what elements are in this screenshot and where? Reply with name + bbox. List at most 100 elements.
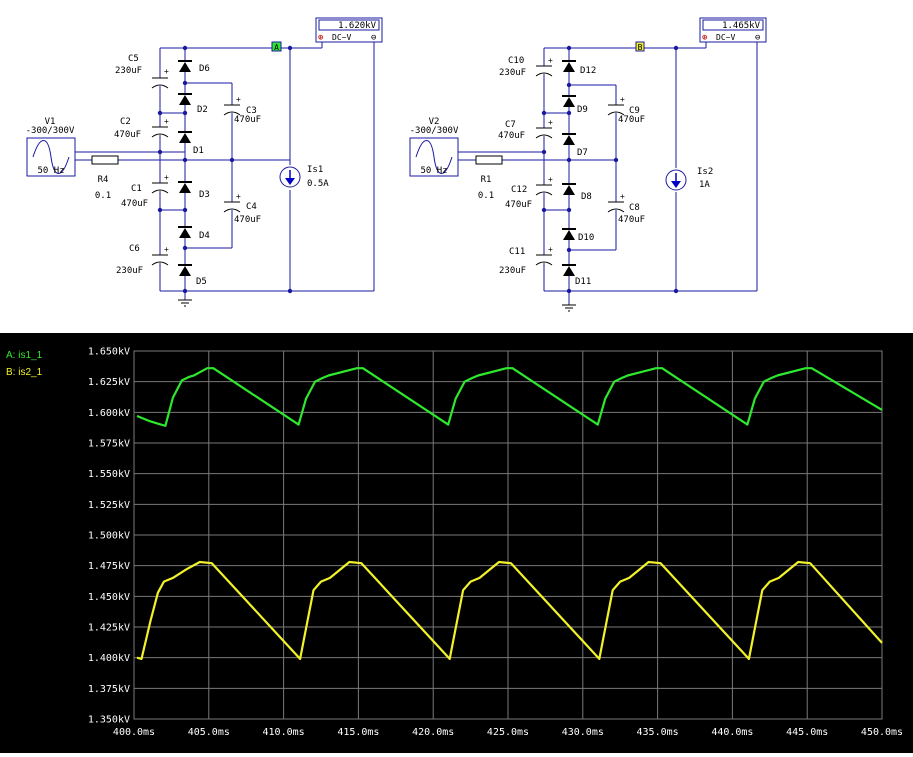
- probe-a-marker[interactable]: [271, 41, 282, 52]
- capacitor-c2[interactable]: [151, 126, 169, 138]
- capacitor-c7[interactable]: [535, 127, 553, 139]
- resistor-r1[interactable]: R1 0.1: [475, 155, 503, 201]
- capacitor-c1[interactable]: [151, 182, 169, 194]
- c6-value: 230uF: [116, 266, 143, 276]
- probe-a-label: A: [274, 43, 279, 52]
- meter-2-mode: DC~V: [716, 33, 735, 42]
- d7-label: D7: [577, 148, 588, 158]
- c7-plus: +: [548, 118, 553, 127]
- c2-value: 470uF: [114, 130, 141, 140]
- y-tick-label: 1.625kV: [88, 377, 130, 388]
- v2-name: V2: [429, 117, 440, 127]
- schematic-canvas[interactable]: A 1.620kV ⊕ DC~V ⊖ V1 -300/300V 50 Hz R4…: [0, 0, 913, 333]
- x-tick-label: 430.0ms: [562, 727, 604, 738]
- meter-1-minus: ⊖: [371, 33, 376, 43]
- diode-d5[interactable]: [178, 264, 192, 276]
- diode-d3[interactable]: [178, 181, 192, 193]
- c6-name: C6: [129, 244, 140, 254]
- diodes-left: [178, 60, 192, 276]
- probe-b-marker[interactable]: [635, 41, 645, 52]
- c7-name: C7: [505, 120, 516, 130]
- diode-d12[interactable]: [562, 60, 576, 72]
- d8-label: D8: [581, 192, 592, 202]
- capacitor-c5[interactable]: [151, 77, 169, 89]
- resistor-r4[interactable]: R4 0.1: [91, 155, 119, 201]
- r1-value: 0.1: [478, 191, 494, 201]
- v1-amplitude: -300/300V: [26, 126, 75, 136]
- c6-plus: +: [164, 245, 169, 254]
- meter-1-plus: ⊕: [318, 33, 323, 43]
- capacitor-c11[interactable]: [535, 254, 553, 266]
- trace-a-line: [136, 367, 883, 427]
- diode-d4[interactable]: [178, 226, 192, 238]
- v2-amplitude: -300/300V: [410, 126, 459, 136]
- current-source-is1[interactable]: Is1 0.5A: [279, 165, 329, 189]
- diode-d1[interactable]: [178, 131, 192, 143]
- c3-name: C3: [246, 106, 257, 116]
- y-tick-label: 1.650kV: [88, 347, 130, 358]
- diode-d8[interactable]: [562, 183, 576, 195]
- y-tick-label: 1.550kV: [88, 469, 130, 480]
- diode-d11[interactable]: [562, 264, 576, 276]
- diode-d10[interactable]: [562, 228, 576, 240]
- diode-d9[interactable]: [562, 95, 576, 107]
- c10-plus: +: [548, 56, 553, 65]
- c7-value: 470uF: [498, 131, 525, 141]
- x-tick-label: 435.0ms: [637, 727, 679, 738]
- capacitor-c4[interactable]: [223, 201, 241, 213]
- x-tick-label: 450.0ms: [861, 727, 903, 738]
- c5-name: C5: [128, 54, 139, 64]
- c8-value: 470uF: [618, 215, 645, 225]
- capacitor-c3[interactable]: [223, 104, 241, 116]
- capacitor-c10[interactable]: [535, 65, 553, 77]
- scope-plot[interactable]: 1.650kV1.625kV1.600kV1.575kV1.550kV1.525…: [0, 333, 913, 753]
- trace-b-line: [136, 560, 883, 660]
- d5-label: D5: [196, 277, 207, 287]
- c8-name: C8: [629, 203, 640, 213]
- diode-d7[interactable]: [562, 133, 576, 145]
- ac-source-v1[interactable]: V1 -300/300V 50 Hz: [26, 117, 76, 177]
- capacitor-c12[interactable]: [535, 184, 553, 196]
- diode-d2[interactable]: [178, 93, 192, 105]
- current-source-is2[interactable]: Is2 1A: [665, 167, 713, 191]
- c5-value: 230uF: [115, 66, 142, 76]
- circuit-left: [75, 38, 375, 300]
- d2-label: D2: [197, 105, 208, 115]
- capacitor-c9[interactable]: [607, 104, 625, 116]
- c10-name: C10: [508, 56, 524, 66]
- c12-value: 470uF: [505, 200, 532, 210]
- c3-value: 470uF: [234, 115, 261, 125]
- c9-value: 470uF: [618, 115, 645, 125]
- c2-plus: +: [164, 117, 169, 126]
- ac-source-v2[interactable]: V2 -300/300V 50 Hz: [409, 117, 459, 177]
- c5-plus: +: [164, 67, 169, 76]
- c1-plus: +: [164, 173, 169, 182]
- plot-border: [133, 350, 883, 720]
- c11-name: C11: [509, 247, 525, 257]
- d12-label: D12: [580, 66, 596, 76]
- x-tick-label: 400.0ms: [113, 727, 155, 738]
- capacitor-c8[interactable]: [607, 201, 625, 213]
- meter-2-value: 1.465kV: [722, 21, 761, 31]
- c11-value: 230uF: [499, 266, 526, 276]
- capacitor-c6[interactable]: [151, 254, 169, 266]
- meter-1-mode: DC~V: [332, 33, 351, 42]
- x-tick-label: 415.0ms: [337, 727, 379, 738]
- circuit-right: [458, 38, 758, 305]
- voltmeter-2[interactable]: 1.465kV ⊕ DC~V ⊖: [699, 17, 767, 43]
- voltmeter-1[interactable]: 1.620kV ⊕ DC~V ⊖: [315, 17, 383, 43]
- y-tick-label: 1.350kV: [88, 715, 130, 726]
- is1-name: Is1: [307, 165, 323, 175]
- ground-icon-right: [562, 304, 576, 312]
- legend-entry-a: A: is1_1: [6, 350, 43, 361]
- c4-value: 470uF: [234, 215, 261, 225]
- x-tick-label: 425.0ms: [487, 727, 529, 738]
- diode-d6[interactable]: [178, 60, 192, 72]
- d6-label: D6: [199, 64, 210, 74]
- ground-icon-left: [178, 299, 192, 307]
- caps-right: [535, 65, 625, 266]
- y-tick-label: 1.400kV: [88, 653, 130, 664]
- c10-value: 230uF: [499, 68, 526, 78]
- v1-name: V1: [45, 117, 56, 127]
